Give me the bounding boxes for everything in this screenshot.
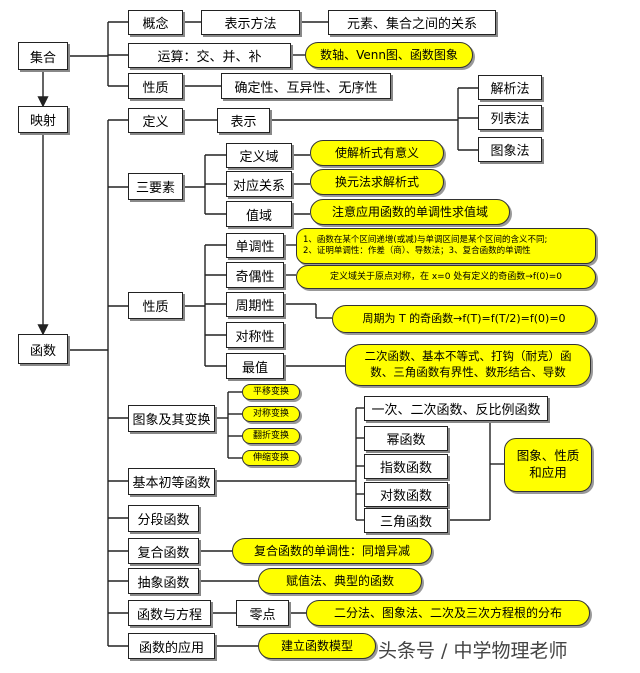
node-func-equation: 函数与方程 xyxy=(128,600,211,626)
note-domain: 使解析式有意义 xyxy=(310,140,444,166)
node-mapping: 映射 xyxy=(18,106,68,133)
note-composite: 复合函数的单调性：同增异减 xyxy=(232,538,432,564)
node-application: 函数的应用 xyxy=(128,633,215,659)
watermark-text: 头条号 / 中学物理老师 xyxy=(378,640,568,662)
node-definition: 定义 xyxy=(128,108,183,133)
note-operations-tool: 数轴、Venn图、函数图象 xyxy=(305,42,473,68)
node-range: 值域 xyxy=(226,201,292,227)
node-representation: 表示 xyxy=(217,108,270,133)
note-graph-props-line-1: 图象、性质 xyxy=(516,448,580,464)
node-concept: 概念 xyxy=(128,10,183,35)
note-symmetric-transform: 对称变换 xyxy=(242,406,300,422)
note-monotonic-line-1: 1、函数在某个区间递增(或减)与单调区间是某个区间的含义不同; xyxy=(303,234,548,245)
node-monotonic: 单调性 xyxy=(226,233,284,258)
note-graph-props-line-2: 和应用 xyxy=(529,465,567,480)
node-analytic: 解析法 xyxy=(478,75,542,100)
note-abstract: 赋值法、典型的函数 xyxy=(258,568,422,594)
node-element-relation: 元素、集合之间的关系 xyxy=(328,10,496,35)
node-logarithmic: 对数函数 xyxy=(364,482,448,507)
node-func-properties: 性质 xyxy=(128,292,183,319)
note-extremum: 二次函数、基本不等式、打钩（耐克）函 数、三角函数有界性、数形结合、导数 xyxy=(345,344,591,386)
node-parity: 奇偶性 xyxy=(226,262,284,288)
note-parity: 定义域关于原点对称，在 x=0 处有定义的奇函数→f(0)=0 xyxy=(296,265,596,289)
node-trigonometric: 三角函数 xyxy=(364,508,448,533)
note-monotonic: 1、函数在某个区间递增(或减)与单调区间是某个区间的含义不同; 2、证明单调性：… xyxy=(296,228,596,264)
node-power: 幂函数 xyxy=(364,426,448,451)
node-operations: 运算：交、并、补 xyxy=(128,43,291,68)
node-graphical: 图象法 xyxy=(478,137,542,162)
node-domain: 定义域 xyxy=(226,143,292,168)
node-function: 函数 xyxy=(18,334,68,364)
note-stretch-transform: 伸缩变换 xyxy=(242,450,300,466)
node-notation: 表示方法 xyxy=(201,10,300,35)
note-extremum-line-2: 数、三角函数有界性、数形结合、导数 xyxy=(370,365,566,379)
node-set-properties-detail: 确定性、互异性、无序性 xyxy=(221,73,391,99)
node-exponential: 指数函数 xyxy=(364,454,448,479)
node-correspondence: 对应关系 xyxy=(226,171,292,197)
node-graph-transform: 图象及其变换 xyxy=(128,405,215,432)
note-periodic: 周期为 T 的奇函数→f(T)=f(T/2)=f(0)=0 xyxy=(332,305,596,333)
node-set-properties: 性质 xyxy=(128,73,183,99)
node-piecewise: 分段函数 xyxy=(128,505,199,532)
node-tabular: 列表法 xyxy=(478,105,542,130)
note-modeling: 建立函数模型 xyxy=(258,633,376,659)
node-sets: 集合 xyxy=(18,42,68,70)
note-translation: 平移变换 xyxy=(242,384,300,400)
note-correspondence: 换元法求解析式 xyxy=(310,169,444,195)
node-linear-family: 一次、二次函数、反比例函数 xyxy=(364,396,548,421)
node-symmetry: 对称性 xyxy=(226,322,284,348)
node-composite: 复合函数 xyxy=(128,538,199,564)
node-periodic: 周期性 xyxy=(226,292,284,317)
note-extremum-line-1: 二次函数、基本不等式、打钩（耐克）函 xyxy=(364,349,572,364)
node-basic-elementary: 基本初等函数 xyxy=(128,468,215,495)
note-monotonic-line-2: 2、证明单调性：作差（商）、导数法；3、复合函数的单调性 xyxy=(303,246,531,256)
note-range: 注意应用函数的单调性求值域 xyxy=(310,199,510,225)
node-three-elements: 三要素 xyxy=(128,173,183,200)
node-abstract: 抽象函数 xyxy=(128,568,199,594)
node-zero-point: 零点 xyxy=(236,600,289,626)
note-flip-transform: 翻折变换 xyxy=(242,428,300,444)
note-zero-point: 二分法、图象法、二次及三次方程根的分布 xyxy=(306,600,590,626)
node-extremum: 最值 xyxy=(226,353,284,379)
note-graph-props: 图象、性质 和应用 xyxy=(504,438,592,492)
